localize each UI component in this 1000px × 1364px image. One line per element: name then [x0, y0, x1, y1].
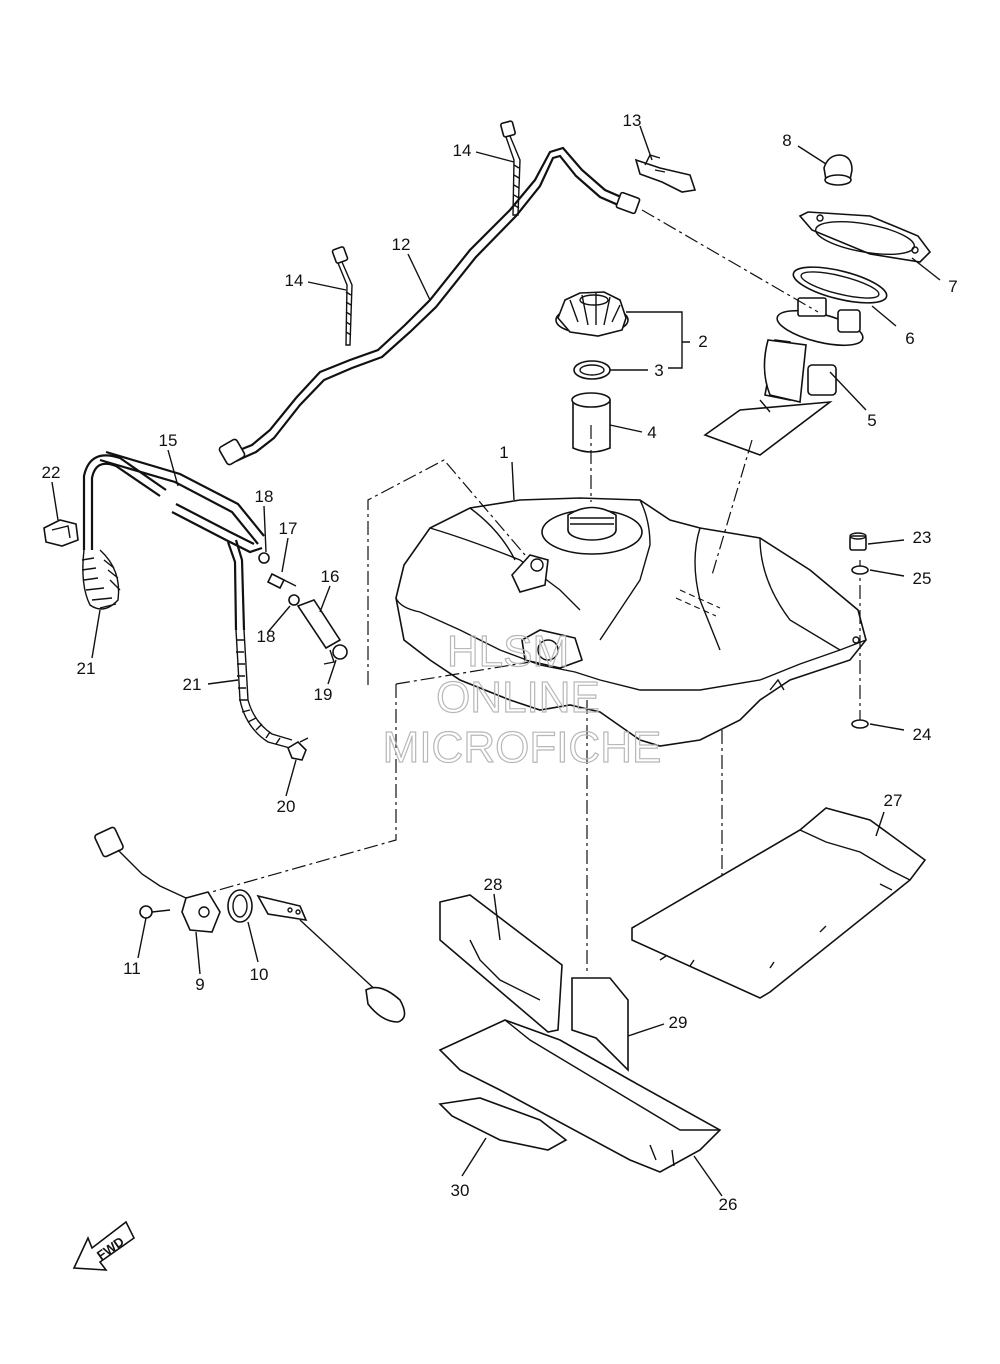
leader-lines — [51, 125, 941, 1197]
part-2-fuel-cap — [555, 291, 629, 337]
callout-18-lower: 18 — [257, 627, 276, 646]
part-18-clip-lower — [288, 594, 300, 606]
part-13-clamp — [634, 154, 697, 193]
callout-12: 12 — [392, 235, 411, 254]
part-3-gasket — [573, 360, 611, 380]
part-30-small-pad — [438, 1097, 568, 1151]
callout-6: 6 — [905, 329, 914, 348]
part-10-gasket-ring — [227, 889, 253, 923]
callout-29: 29 — [669, 1013, 688, 1032]
part-27-protector-pad — [631, 807, 927, 999]
callout-21-right: 21 — [183, 675, 202, 694]
watermark: HLSM ONLINE MICROFICHE — [382, 626, 662, 772]
part-23-nut — [849, 532, 867, 551]
watermark-line-2: ONLINE — [436, 673, 600, 722]
fwd-arrow: FWD — [72, 1220, 136, 1271]
part-1-fuel-tank — [395, 497, 867, 747]
part-16-hose-short — [296, 599, 342, 650]
callout-numbers: 1 2 3 4 5 6 7 8 9 10 11 12 13 14 14 15 1… — [42, 111, 958, 1214]
callout-23: 23 — [913, 528, 932, 547]
callout-15: 15 — [159, 431, 178, 450]
callout-14-lower: 14 — [285, 271, 304, 290]
part-fuel-sender-connector — [94, 826, 187, 899]
part-6-seal-ring — [792, 266, 888, 304]
part-21-corrugated-hose-right — [235, 629, 293, 749]
callout-1: 1 — [499, 443, 508, 462]
part-7-gasket-plate — [798, 211, 932, 263]
callout-26: 26 — [719, 1195, 738, 1214]
callout-28: 28 — [484, 875, 503, 894]
callout-19: 19 — [314, 685, 333, 704]
callout-21-left: 21 — [77, 659, 96, 678]
callout-17: 17 — [279, 519, 298, 538]
part-18-clip-upper — [258, 552, 270, 564]
callout-2: 2 — [698, 332, 707, 351]
part-22-hose-clip — [43, 519, 79, 547]
callout-5: 5 — [867, 411, 876, 430]
callout-18-upper: 18 — [255, 487, 274, 506]
part-25-washer — [851, 565, 869, 575]
part-11-screw — [139, 905, 171, 919]
callout-16: 16 — [321, 567, 340, 586]
part-24-washer — [851, 719, 869, 729]
callout-4: 4 — [647, 423, 656, 442]
callout-20: 20 — [277, 797, 296, 816]
part-28-pad — [439, 894, 563, 1033]
assembly-lines — [207, 209, 861, 972]
callout-10: 10 — [250, 965, 269, 984]
callout-24: 24 — [913, 725, 932, 744]
part-8-plug-cap — [823, 154, 853, 186]
watermark-line-1: HLSM — [447, 627, 569, 676]
callout-27: 27 — [884, 791, 903, 810]
part-14-cable-tie-lower — [331, 246, 353, 346]
watermark-line-3: MICROFICHE — [383, 723, 662, 772]
part-26-lower-protector — [438, 1019, 722, 1173]
part-5-fuel-pump — [703, 297, 864, 456]
callout-11: 11 — [123, 959, 141, 978]
part-20-clip — [287, 737, 309, 761]
part-19-clip — [323, 644, 348, 665]
part-15-breather-hoses — [82, 450, 265, 631]
part-14-cable-tie-upper — [500, 120, 521, 216]
callout-30: 30 — [451, 1181, 470, 1200]
callout-14-upper: 14 — [453, 141, 472, 160]
callout-25: 25 — [913, 569, 932, 588]
part-9-sender-plate — [181, 891, 221, 933]
callout-9: 9 — [195, 975, 204, 994]
callout-13: 13 — [623, 111, 642, 130]
part-17-joint — [266, 572, 297, 590]
callout-22: 22 — [42, 463, 61, 482]
part-29-pad — [571, 977, 629, 1072]
callout-8: 8 — [782, 131, 791, 150]
part-21-corrugated-hose-left — [81, 549, 121, 610]
callout-3: 3 — [654, 361, 663, 380]
part-sender-float-arm — [256, 894, 406, 1023]
callout-7: 7 — [948, 277, 957, 296]
